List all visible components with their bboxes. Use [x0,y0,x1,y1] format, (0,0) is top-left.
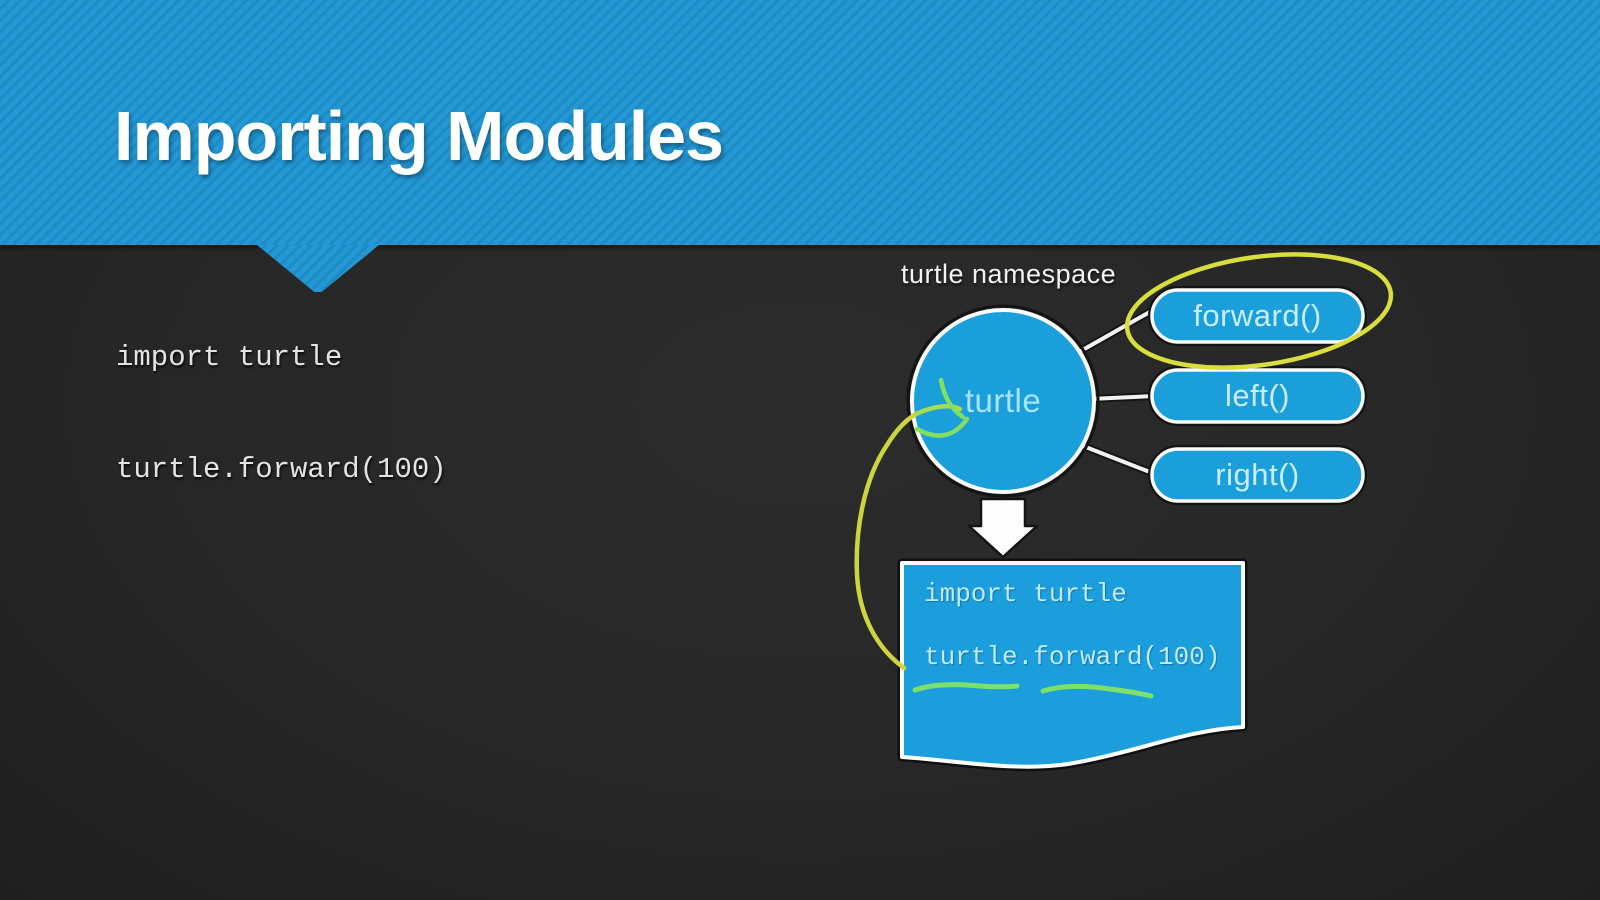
underline-squiggle-forward [1040,683,1154,699]
hand-annotations [854,252,1394,699]
page-title: Importing Modules [114,97,724,175]
namespace-label: turtle namespace [901,259,1117,289]
pill-left [1150,368,1365,424]
pill-right [1150,447,1365,503]
pill-forward [1150,288,1365,344]
connector-forward [1070,307,1157,358]
down-arrow-icon [967,497,1039,559]
script-box-line-import: import turtle [924,579,1127,609]
pill-label-left: left() [1225,378,1290,413]
connector-lines [1070,307,1157,476]
code-line-import: import turtle [116,341,343,374]
connector-right [1076,442,1157,476]
pill-forward-rim [1148,286,1367,346]
module-circle [910,308,1096,494]
hand-arrow-tail [913,404,963,417]
pill-right-rim [1148,445,1367,505]
hand-arrow-flourish [914,416,970,438]
header-band [0,0,1600,245]
underline-squiggle-turtle [912,682,1020,693]
highlight-ellipse-forward [1124,252,1394,370]
hand-arrow-head-stroke [938,377,966,420]
script-box-line-forward: turtle.forward(100) [924,642,1221,672]
module-circle-label: turtle [964,382,1042,419]
function-pills [1148,286,1367,505]
code-line-forward: turtle.forward(100) [116,453,447,486]
connector-left [1088,394,1157,401]
pill-label-forward: forward() [1193,298,1322,333]
script-box [900,561,1245,769]
module-circle-rim [906,304,1100,498]
hand-curve-to-script-box [854,411,919,671]
pill-label-right: right() [1215,457,1300,492]
